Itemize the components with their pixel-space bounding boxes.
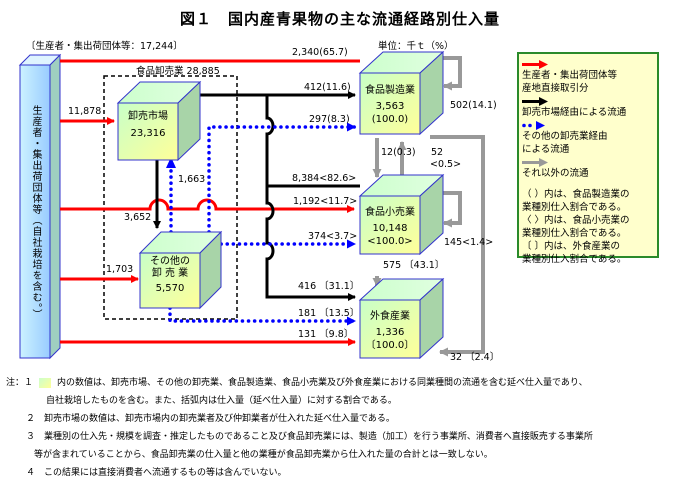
page-title: 図１ 国内産青果物の主な流通経路別仕入量: [179, 10, 500, 28]
legend-item-label: その他の卸売業経由: [522, 131, 608, 142]
flow-label: 11,878: [68, 106, 102, 117]
flow-label: 8,384<82.6>: [292, 173, 357, 184]
food-manufacturing-name: 食品製造業: [365, 85, 415, 96]
legend-note: 〈 〉内は、食品小売業の: [522, 215, 630, 226]
black-arrow-icon: [522, 97, 548, 106]
blue-dotted-arrow-icon: [522, 121, 545, 130]
red-arrow-icon: [522, 60, 548, 69]
flow-label: <0.5>: [430, 159, 462, 170]
flow-label: 374<3.7>: [308, 231, 358, 242]
footnotes: 注：１ 内の数値は、卸売市場、その他の卸売業、食品製造業、食品小売業及び外食産業に…: [6, 374, 676, 482]
wholesale-market-value: 23,316: [130, 128, 166, 139]
food-manufacturing-label: 食品製造業 3,563 (100.0): [360, 84, 420, 126]
flow-label: 52: [431, 147, 444, 158]
flow-label: 1,192<11.7>: [293, 196, 358, 207]
wholesale-group-label: 食品卸売業 28,885: [136, 66, 220, 77]
food-retail-value: 10,148: [372, 223, 408, 234]
producer-box: [18, 53, 62, 360]
flow-label: 412(11.6): [304, 82, 351, 93]
other-wholesale-name-1: その他の: [150, 256, 190, 267]
footnote-1b: 自社栽培したものを含む。また、括弧内は仕入量（延べ仕入量）に対する割合である。: [46, 396, 397, 406]
producer-total-header: 〔生産者・集出荷団体等：17,244〕: [26, 41, 183, 52]
other-wholesale-flows: [168, 122, 357, 326]
flow-label: 502(14.1): [450, 100, 497, 111]
food-manufacturing-share: (100.0): [371, 114, 409, 125]
footnote-3a: ３ 業種別の仕入先・規模を調査・推定したものであること及び食品卸売業には、製造（…: [26, 432, 593, 442]
wholesale-market-name: 卸売市場: [128, 111, 168, 122]
wholesale-market-box: [116, 80, 202, 162]
food-retail-share: <100.0>: [367, 236, 413, 247]
food-service-value: 1,336: [375, 327, 405, 338]
footnote-1a: 内の数値は、卸売市場、その他の卸売業、食品製造業、食品小売業及び外食産業における…: [57, 378, 588, 388]
legend: 生産者・集出荷団体等 産地直接取引分 卸売市場経由による流通 その他の卸売業経由…: [517, 52, 659, 265]
flow-label: 131 〔9.8〕: [298, 329, 354, 340]
market-flows: [153, 91, 360, 301]
flow-label: 297(8.3): [309, 114, 350, 125]
flow-label: 416 〔31.1〕: [298, 281, 360, 292]
flow-label: 3,652: [124, 212, 152, 223]
flow-label: 32 〔2.4〕: [450, 352, 500, 363]
producer-box-label: 生産者・集出荷団体等（自社栽培を含む。）: [30, 105, 41, 320]
food-service-label: 外食産業 1,336 〔100.0〕: [360, 310, 420, 352]
flow-label: 181 〔13.5〕: [298, 308, 360, 319]
flow-label: 1,663: [178, 174, 206, 185]
legend-item-label: 産地直接取引分: [522, 83, 589, 94]
legend-note: （ ）内は、食品製造業の: [522, 189, 630, 200]
food-service-share: 〔100.0〕: [365, 340, 415, 351]
flow-label: 1,703: [106, 264, 134, 275]
grey-arrow-icon: [522, 158, 548, 167]
value-swatch-icon: [39, 377, 52, 388]
legend-note: 〔 〕内は、外食産業の: [522, 241, 621, 252]
legend-note: 業種別仕入割合である。: [522, 228, 627, 239]
footnote-prefix: 注：１: [6, 378, 34, 388]
food-service-name: 外食産業: [370, 311, 410, 322]
flow-label: 145<1.4>: [444, 237, 494, 248]
other-wholesale-value: 5,570: [155, 283, 185, 294]
legend-note: 業種別仕入割合である。: [522, 202, 627, 213]
producer-flows: [60, 59, 360, 346]
arrow-up-icon: [166, 157, 176, 168]
food-retail-label: 食品小売業 10,148 <100.0>: [360, 206, 420, 248]
legend-item-label: による流通: [522, 144, 570, 155]
flow-diagram: [18, 50, 485, 360]
other-wholesale-name-2: 卸 売 業: [151, 268, 189, 279]
flow-label: 12(0.3): [381, 147, 416, 158]
footnote-2: ２ 卸売市場の数値は、卸売市場内の卸売業者及び仲卸業者が仕入れた延べ仕入量である…: [26, 414, 395, 424]
legend-note: 業種別仕入割合である。: [522, 254, 627, 265]
food-service-box: [358, 277, 445, 360]
food-retail-name: 食品小売業: [365, 207, 415, 218]
other-wholesale-label: その他の 卸 売 業 5,570: [140, 256, 200, 295]
legend-item-label: それ以外の流通: [522, 168, 589, 179]
legend-item-label: 卸売市場経由による流通: [522, 107, 627, 118]
footnote-4: ４ この結果には直接消費者へ流通するもの等は含んでいない。: [26, 468, 287, 478]
legend-item-label: 生産者・集出荷団体等: [522, 70, 618, 81]
other-wholesale-box: [138, 230, 223, 310]
flow-label: 575 〔43.1〕: [383, 260, 445, 271]
flow-label: 2,340(65.7): [292, 47, 348, 58]
unit-label: 単位：千ｔ（%）: [378, 41, 454, 52]
wholesale-market-label: 卸売市場 23,316: [118, 110, 178, 141]
food-retail-box: [358, 173, 445, 256]
footnote-3b: 等が含まれていることから、食品卸売業の仕入量と他の業種が食品卸売業から仕入れた量…: [34, 450, 493, 460]
food-manufacturing-box: [358, 50, 445, 136]
food-manufacturing-value: 3,563: [375, 101, 405, 112]
